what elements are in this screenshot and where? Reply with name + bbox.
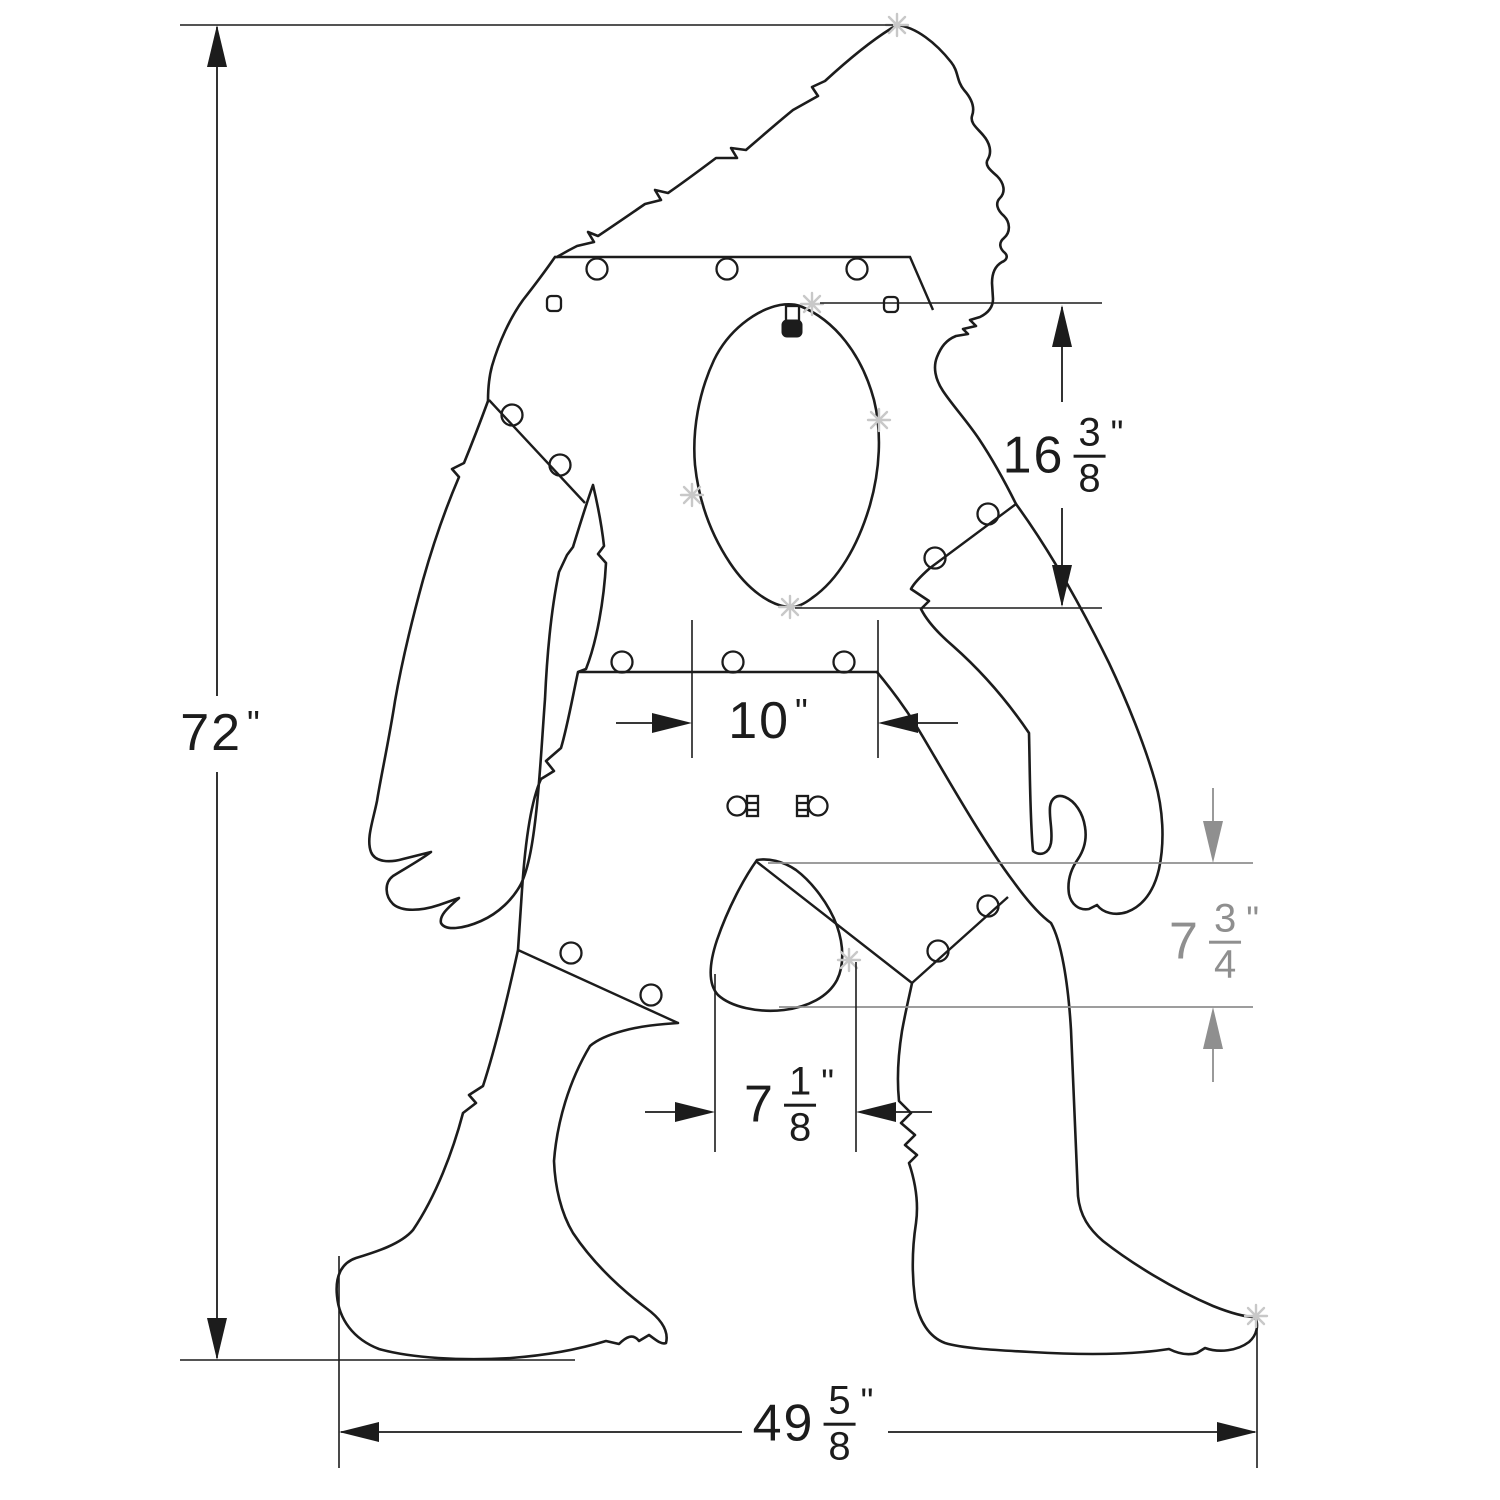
dim-unit: "	[860, 1380, 874, 1422]
right-thigh-seam	[911, 896, 1009, 984]
dim-unit: "	[247, 703, 260, 744]
dim-label-knee-width: 7 1 8 "	[744, 1061, 834, 1150]
dim-value: 49	[752, 1395, 815, 1453]
fraction-numerator: 3	[1208, 898, 1242, 944]
zipper-slider	[781, 319, 803, 338]
dim-label-cutout-width: 10"	[728, 691, 808, 751]
bolt-hole	[585, 257, 609, 281]
fraction-numerator: 5	[823, 1380, 856, 1426]
left-shoulder-seam	[488, 399, 586, 504]
zipper-pull	[781, 304, 803, 338]
torso-top-edge	[555, 255, 935, 311]
arrow-left-icon	[878, 713, 918, 733]
head-fur-outline	[555, 23, 899, 259]
rear-arm-outline	[909, 502, 1164, 916]
dim-fraction: 3 4	[1208, 898, 1242, 987]
bolt-hole	[926, 939, 950, 963]
fraction-denominator: 8	[1078, 456, 1101, 501]
dim-fraction: 5 8	[823, 1380, 856, 1469]
clip-tab	[745, 794, 760, 818]
bolt-hole	[715, 257, 739, 281]
square-hole	[545, 294, 563, 313]
dim-unit: "	[1246, 898, 1259, 940]
front-leg-outline	[875, 670, 1259, 1356]
chest-cutout-oval	[693, 303, 881, 609]
clip-tab	[795, 794, 810, 818]
arrow-down-icon	[207, 1318, 227, 1360]
dim-unit: "	[795, 691, 808, 732]
arrow-down-icon	[1052, 565, 1072, 607]
bolt-hole	[500, 403, 524, 427]
arrow-right-icon	[652, 713, 692, 733]
bolt-hole	[548, 453, 572, 477]
dim-label-cutout-height: 16 3 8 "	[1002, 412, 1124, 501]
bolt-hole	[721, 650, 745, 674]
fraction-denominator: 8	[788, 1105, 812, 1150]
dim-fraction: 3 8	[1073, 412, 1106, 501]
snap-marker-icon	[799, 291, 825, 317]
clip-fasteners	[726, 794, 829, 818]
crotch-line	[756, 861, 913, 984]
bolt-hole	[923, 546, 947, 570]
dim-label-base-width: 49 5 8 "	[752, 1380, 874, 1469]
dim-knee-width	[645, 962, 932, 1152]
dim-label-knee-drop: 7 3 4 "	[1169, 898, 1259, 987]
bolt-hole	[639, 983, 663, 1007]
knee-dome	[709, 858, 844, 1012]
clip-circle	[726, 795, 748, 817]
dim-unit: "	[1110, 412, 1124, 454]
arrow-down-icon	[1203, 821, 1223, 863]
arrow-up-icon	[1203, 1007, 1223, 1049]
arrow-up-icon	[1052, 305, 1072, 347]
snap-marker-icon	[836, 947, 862, 973]
clip-circle	[807, 795, 829, 817]
snap-marker-icon	[777, 594, 803, 620]
dim-value: 72	[180, 704, 243, 762]
dim-cutout-width	[616, 620, 958, 758]
bolt-holes	[500, 257, 1000, 1007]
panel-seams	[488, 255, 1017, 1025]
arrow-left-icon	[856, 1102, 896, 1122]
dim-knee-drop	[768, 788, 1253, 1082]
arrow-right-icon	[675, 1102, 715, 1122]
left-thigh-seam	[517, 948, 679, 1025]
fraction-numerator: 3	[1073, 412, 1106, 458]
dim-value: 16	[1002, 427, 1065, 485]
snap-markers	[679, 12, 1269, 1329]
dim-overall-height	[180, 24, 893, 1361]
arrow-left-icon	[339, 1422, 379, 1442]
fraction-denominator: 4	[1213, 942, 1237, 987]
dim-base-width	[338, 1256, 1258, 1468]
arrow-right-icon	[1217, 1422, 1257, 1442]
left-side-outline	[335, 255, 680, 1361]
square-hole	[882, 295, 900, 314]
head-face-outline	[895, 23, 1018, 506]
snap-marker-icon	[679, 482, 705, 508]
dim-unit: "	[821, 1061, 834, 1103]
dim-cutout-height	[795, 302, 1102, 609]
bolt-hole	[976, 894, 1000, 918]
dim-label-overall-height: 72"	[180, 703, 260, 763]
right-shoulder-seam	[929, 503, 1017, 569]
dim-value: 7	[1169, 913, 1200, 971]
bolt-hole	[610, 650, 634, 674]
bolt-hole	[832, 650, 856, 674]
bolt-hole	[976, 502, 1000, 526]
bolt-hole	[559, 941, 583, 965]
fraction-numerator: 1	[783, 1061, 817, 1107]
bolt-hole	[845, 257, 869, 281]
snap-marker-icon	[866, 407, 892, 433]
fraction-denominator: 8	[828, 1424, 851, 1469]
snap-marker-icon	[1243, 1303, 1269, 1329]
dim-fraction: 1 8	[783, 1061, 817, 1150]
arrow-up-icon	[207, 25, 227, 67]
dim-value: 7	[744, 1076, 775, 1134]
dim-value: 10	[728, 692, 791, 750]
